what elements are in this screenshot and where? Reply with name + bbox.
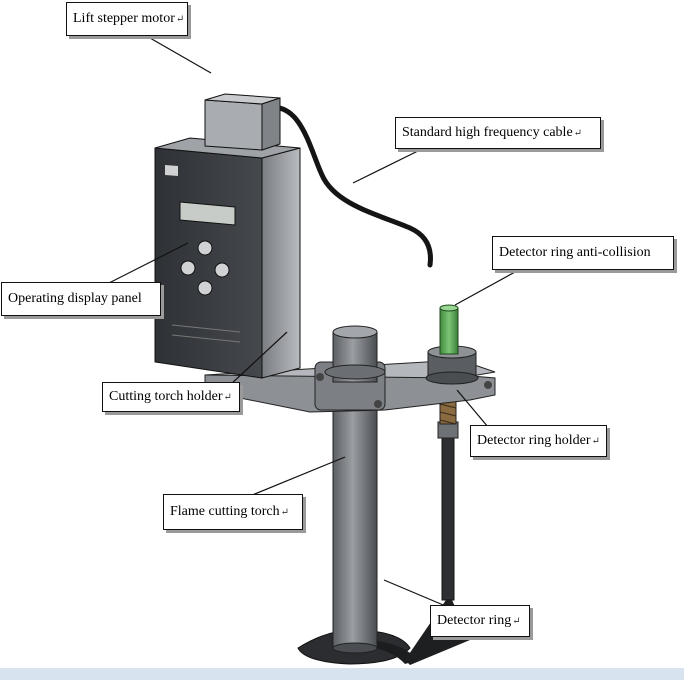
control-box [154,137,301,379]
label-operating-display-panel: Operating display panel [1,282,161,316]
stepper-motor [204,93,281,151]
label-cutting-torch-holder: Cutting torch holder↵ [102,382,240,412]
return-mark: ↵ [175,13,185,25]
anti-collision-sensor [439,304,459,355]
hf-cable [259,105,433,268]
label-text: Cutting torch holder [109,389,223,404]
flame-cutting-torch-body [332,379,378,654]
leader-lines [106,37,516,608]
return-mark: ↵ [223,391,232,403]
label-text: Lift stepper motor [73,11,175,26]
label-text: Detector ring holder [477,433,591,448]
label-text: Flame cutting torch [170,504,280,519]
label-standard-hf-cable: Standard high frequency cable↵ [395,117,601,149]
return-mark: ↵ [573,127,583,139]
label-lift-stepper-motor: Lift stepper motor↵ [66,2,188,36]
label-text: Standard high frequency cable [402,125,573,140]
label-text: Operating display panel [8,291,142,306]
label-detector-ring: Detector ring↵ [430,605,530,637]
return-mark: ↵ [591,435,600,447]
bottom-strip [0,668,684,680]
label-detector-ring-anticollision: Detector ring anti-collision [492,236,674,270]
label-text: Detector ring [437,613,512,628]
label-detector-ring-holder: Detector ring holder↵ [470,425,607,457]
label-text: Detector ring anti-collision [499,245,651,260]
return-mark: ↵ [512,615,521,627]
label-flame-cutting-torch: Flame cutting torch↵ [163,494,303,530]
torch-top-cylinder [324,325,386,383]
return-mark: ↵ [280,506,290,518]
